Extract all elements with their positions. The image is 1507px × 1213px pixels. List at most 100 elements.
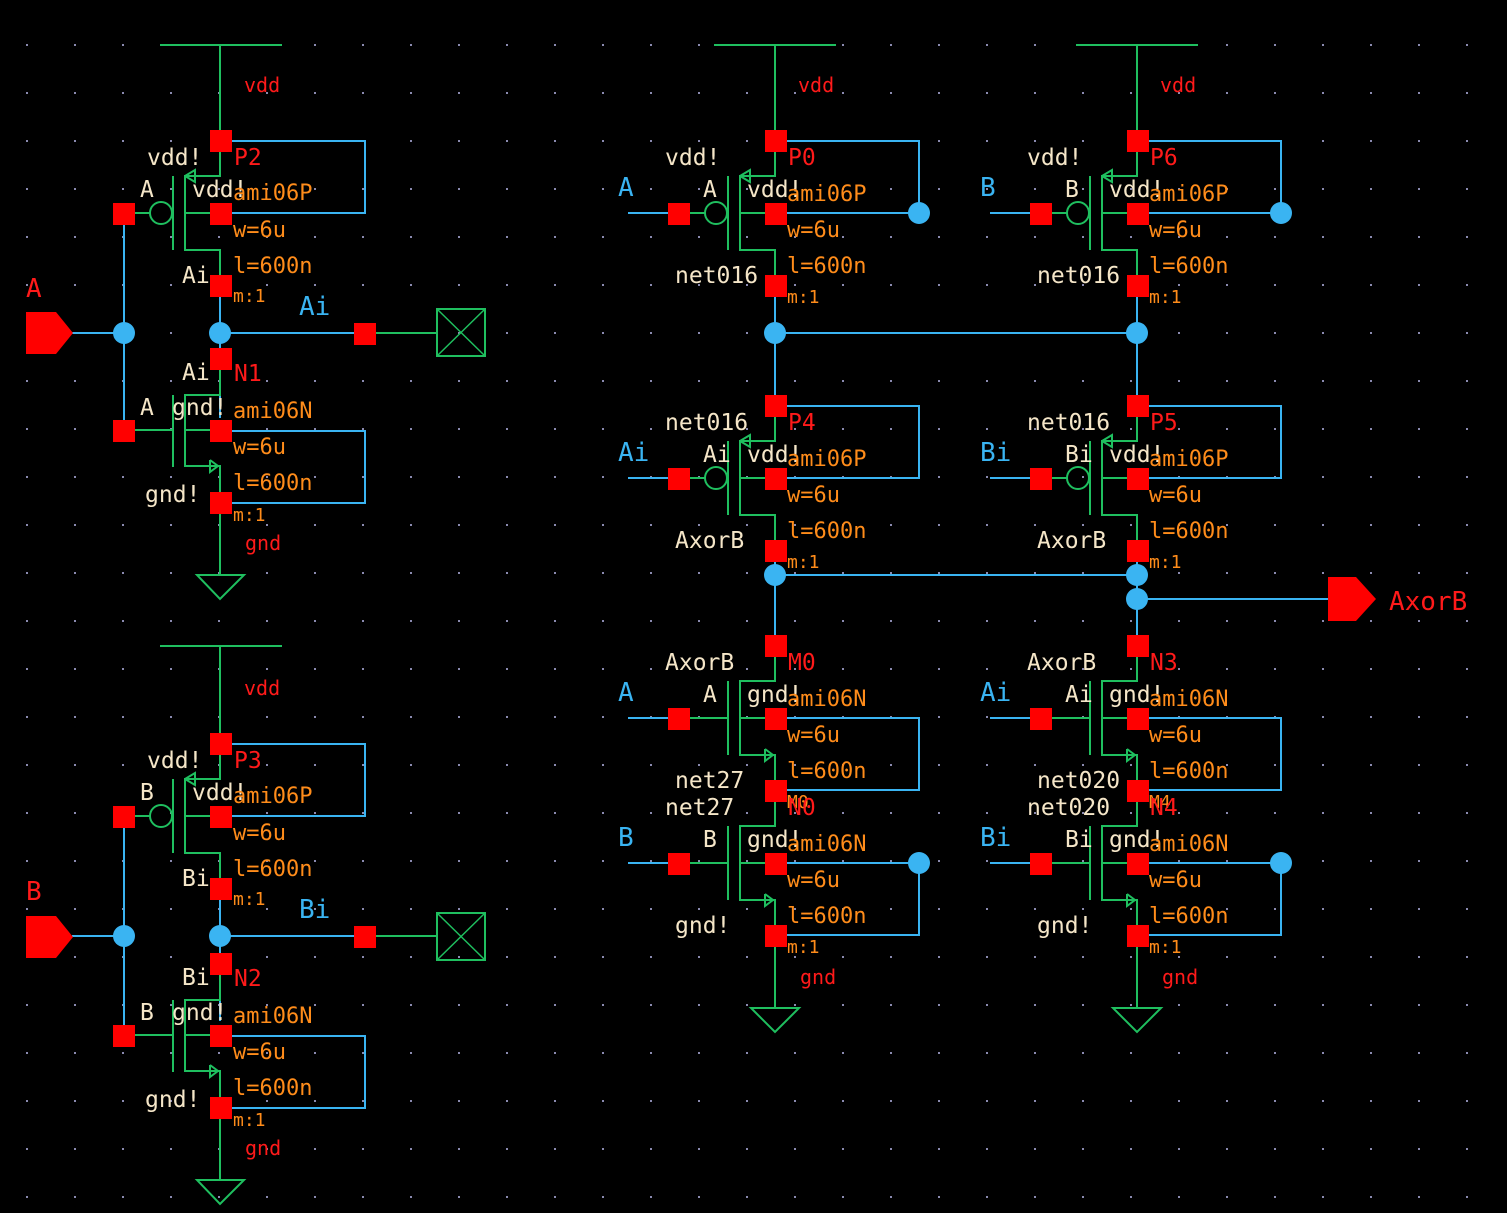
output-port-axorb[interactable]: AxorB bbox=[1328, 577, 1467, 621]
bulk-pin[interactable] bbox=[210, 806, 232, 828]
grid-dot bbox=[1370, 428, 1372, 430]
gate-pin[interactable] bbox=[113, 806, 135, 828]
grid-dot bbox=[1370, 1148, 1372, 1150]
bulk-pin[interactable] bbox=[1127, 468, 1149, 490]
top-pin[interactable] bbox=[1127, 395, 1149, 417]
grid-dot bbox=[746, 908, 748, 910]
bulk-pin[interactable] bbox=[765, 203, 787, 225]
pmos-transistor[interactable]: P2 vdd! A vdd! ami06P w=6u l=600n m:1 Ai bbox=[113, 130, 366, 307]
noconn-pin[interactable] bbox=[354, 926, 376, 948]
bulk-pin[interactable] bbox=[210, 420, 232, 442]
grid-dot bbox=[1178, 956, 1180, 958]
grid-dot bbox=[1082, 92, 1084, 94]
source-pin[interactable] bbox=[210, 733, 232, 755]
inverter-a[interactable]: vdd P2 vdd! A vdd! ami06P w=6u l=600n m:… bbox=[26, 44, 486, 601]
grid-dot bbox=[1466, 956, 1468, 958]
top-pin[interactable] bbox=[1127, 635, 1149, 657]
bottom-pin[interactable] bbox=[1127, 275, 1149, 297]
bulk-pin[interactable] bbox=[765, 853, 787, 875]
bottom-pin[interactable] bbox=[765, 925, 787, 947]
output-port-icon[interactable] bbox=[1328, 577, 1376, 621]
drain-pin[interactable] bbox=[210, 878, 232, 900]
bulk-pin[interactable] bbox=[1127, 708, 1149, 730]
top-pin[interactable] bbox=[765, 780, 787, 802]
bottom-pin[interactable] bbox=[765, 275, 787, 297]
multiplier-param: m:1 bbox=[233, 286, 266, 307]
grid-dot bbox=[890, 284, 892, 286]
input-port-icon[interactable] bbox=[26, 916, 73, 958]
input-port-icon[interactable] bbox=[26, 312, 73, 354]
nmos-transistor[interactable]: Ai N1 A gnd! ami06N w=6u l=600n m:1 gnd! bbox=[113, 348, 366, 526]
grid-dot bbox=[1226, 860, 1228, 862]
gate-pin[interactable] bbox=[1030, 708, 1052, 730]
grid-dot bbox=[1274, 1100, 1276, 1102]
gate-pin[interactable] bbox=[1030, 853, 1052, 875]
gate-pin[interactable] bbox=[113, 1025, 135, 1047]
grid-dot bbox=[1322, 572, 1324, 574]
bulk-pin[interactable] bbox=[765, 468, 787, 490]
grid-dot bbox=[1322, 1148, 1324, 1150]
model-name: ami06P bbox=[1149, 447, 1228, 472]
bottom-pin[interactable] bbox=[1127, 540, 1149, 562]
grid-dot bbox=[602, 428, 604, 430]
bulk-pin[interactable] bbox=[765, 708, 787, 730]
bulk-tie-wire bbox=[787, 405, 920, 479]
bulk-pin[interactable] bbox=[1127, 853, 1149, 875]
instance-name: N4 bbox=[1150, 795, 1178, 821]
bulk-pin[interactable] bbox=[210, 203, 232, 225]
top-pin[interactable] bbox=[1127, 130, 1149, 152]
bottom-pin[interactable] bbox=[765, 540, 787, 562]
grid-dot bbox=[266, 236, 268, 238]
noconn-terminal[interactable] bbox=[436, 308, 486, 357]
gate-pin[interactable] bbox=[113, 420, 135, 442]
grid-dot bbox=[170, 1100, 172, 1102]
drain-pin[interactable] bbox=[210, 953, 232, 975]
gate-pin[interactable] bbox=[1030, 203, 1052, 225]
grid-dot bbox=[1370, 284, 1372, 286]
input-port-b[interactable]: B bbox=[26, 877, 73, 958]
gate-pin[interactable] bbox=[668, 203, 690, 225]
nmos-arrow bbox=[764, 748, 775, 763]
top-pin[interactable] bbox=[765, 395, 787, 417]
gate-pin[interactable] bbox=[668, 468, 690, 490]
gate-pin[interactable] bbox=[113, 203, 135, 225]
noconn-terminal[interactable] bbox=[436, 912, 486, 961]
grid-dot bbox=[1034, 1196, 1036, 1198]
drain-pin[interactable] bbox=[210, 348, 232, 370]
grid-dot bbox=[1418, 572, 1420, 574]
noconn-pin[interactable] bbox=[354, 323, 376, 345]
top-pin[interactable] bbox=[765, 130, 787, 152]
source-pin[interactable] bbox=[210, 130, 232, 152]
input-port-a[interactable]: A bbox=[26, 274, 73, 354]
drain-pin[interactable] bbox=[210, 275, 232, 297]
pmos-transistor[interactable]: P3 vdd! B vdd! ami06P w=6u l=600n m:1 Bi bbox=[113, 733, 366, 910]
bulk-pin[interactable] bbox=[210, 1025, 232, 1047]
gate-pin[interactable] bbox=[668, 708, 690, 730]
gate-terminal-label: B bbox=[1065, 177, 1079, 203]
nmos-transistor[interactable]: Bi N2 B gnd! ami06N w=6u l=600n m:1 gnd! bbox=[113, 953, 366, 1131]
gate-pin[interactable] bbox=[668, 853, 690, 875]
gate-pin[interactable] bbox=[1030, 468, 1052, 490]
source-pin[interactable] bbox=[210, 1097, 232, 1119]
top-pin[interactable] bbox=[1127, 780, 1149, 802]
inverter-b[interactable]: vdd P3 vdd! B vdd! ami06P w=6u l=600n m:… bbox=[26, 645, 486, 1206]
nmos-arrow bbox=[1126, 748, 1137, 763]
bulk-pin[interactable] bbox=[1127, 203, 1149, 225]
top-pin[interactable] bbox=[765, 635, 787, 657]
grid-dot bbox=[1322, 380, 1324, 382]
grid-dot bbox=[794, 1196, 796, 1198]
bottom-pin[interactable] bbox=[1127, 925, 1149, 947]
grid-dot bbox=[698, 956, 700, 958]
grid-dot bbox=[122, 476, 124, 478]
source-pin[interactable] bbox=[210, 492, 232, 514]
